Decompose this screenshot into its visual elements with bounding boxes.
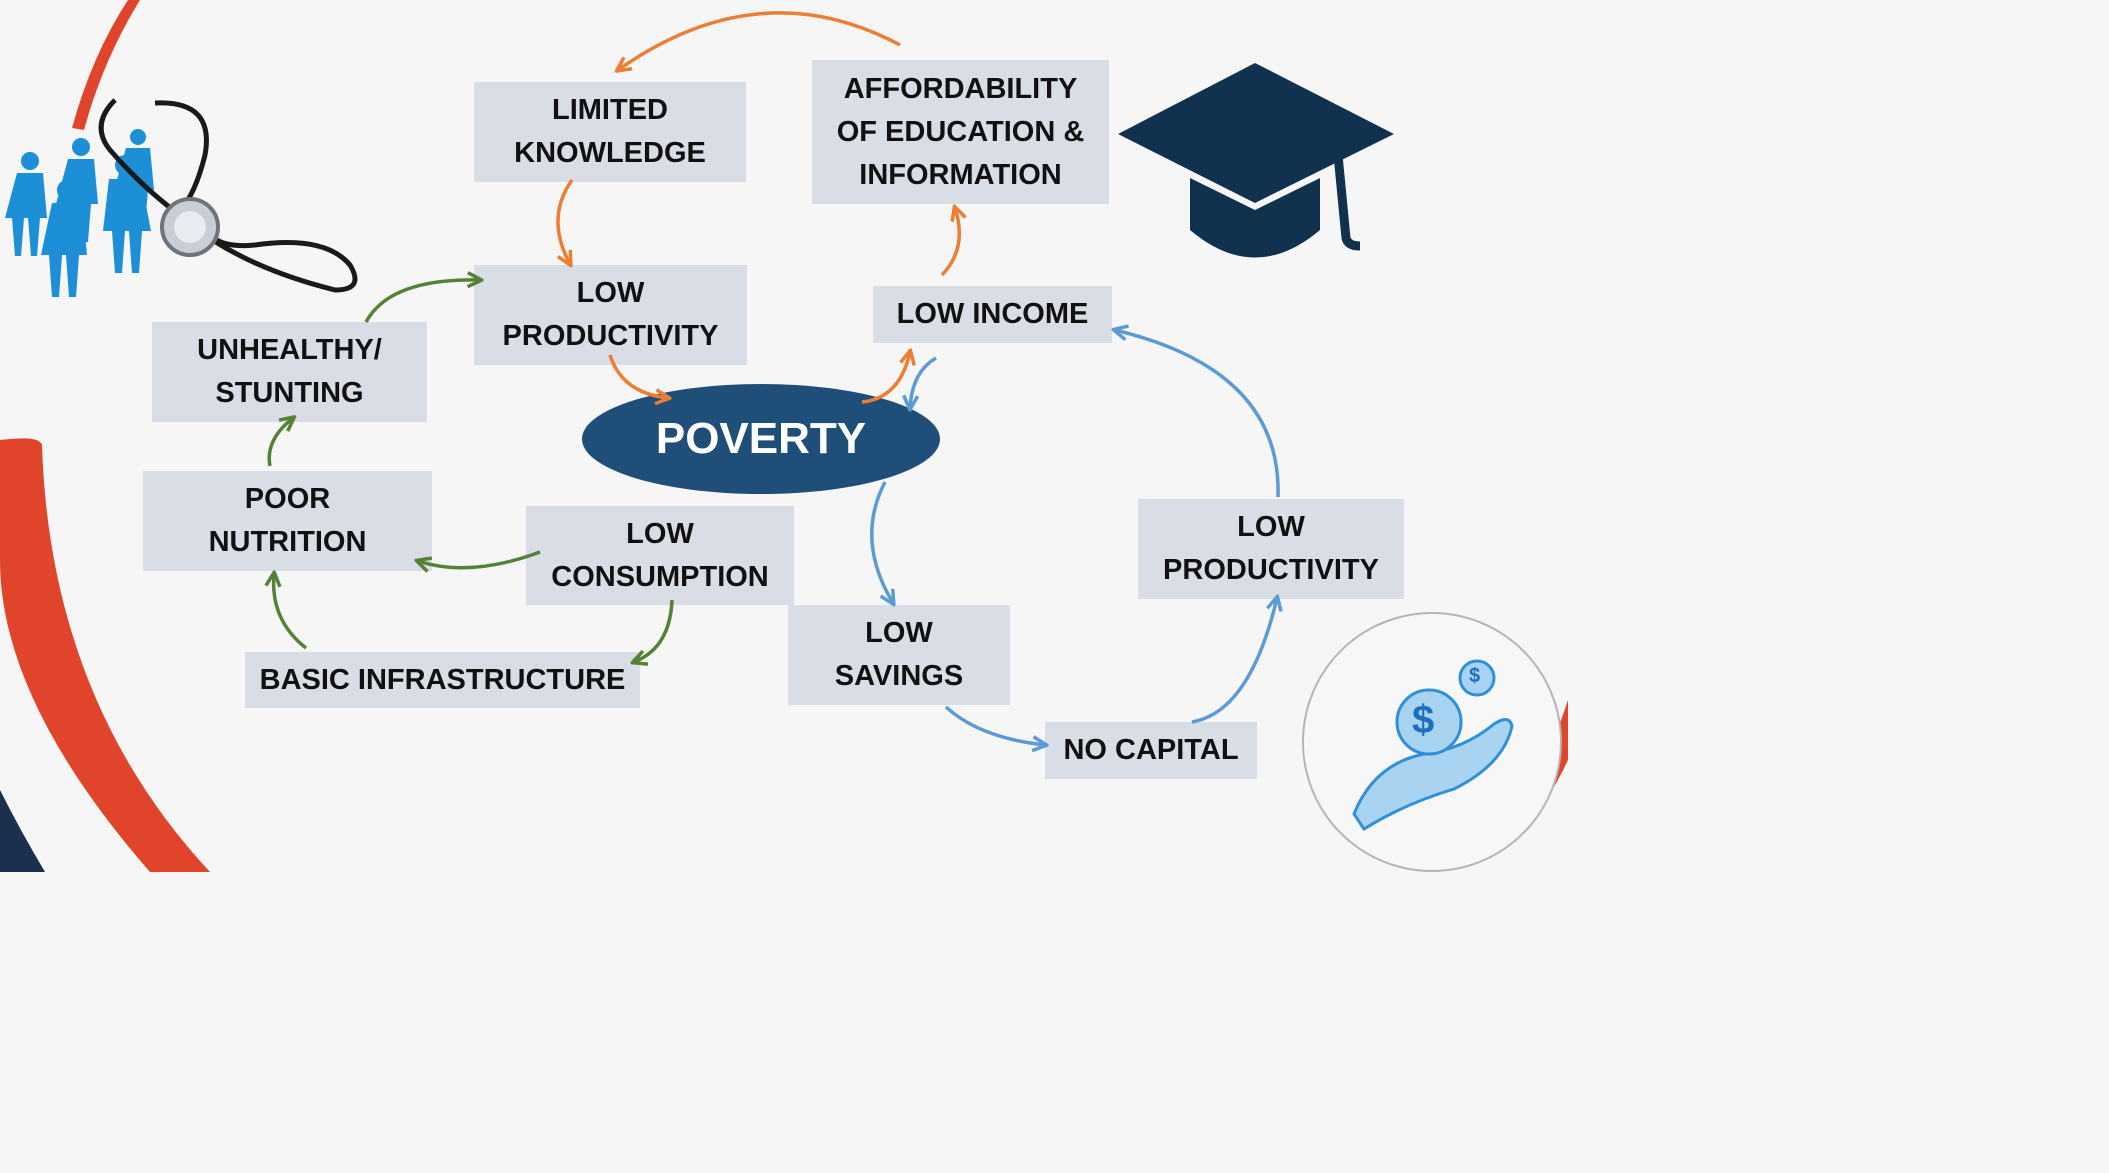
node-basic-infrastructure: BASIC INFRASTRUCTURE bbox=[245, 652, 640, 708]
node-unhealthy-stunting: UNHEALTHY/ STUNTING bbox=[152, 322, 427, 422]
arrow-low-consumption-to-poor-nutrition bbox=[418, 550, 541, 568]
arrow-poverty-to-low-savings bbox=[870, 481, 893, 603]
red-swoosh-top bbox=[72, 0, 140, 130]
node-low-productivity-top: LOW PRODUCTIVITY bbox=[474, 265, 747, 365]
node-low-productivity-right: LOW PRODUCTIVITY bbox=[1138, 499, 1404, 599]
arrow-affordability-to-limited-knowledge bbox=[618, 11, 901, 70]
poverty-center-node: POVERTY bbox=[582, 384, 940, 494]
arrow-low-productivity-to-poverty bbox=[608, 354, 668, 398]
cycle-arrows bbox=[0, 11, 1568, 872]
arrow-limited-knowledge-to-low-productivity bbox=[556, 178, 574, 264]
node-limited-knowledge: LIMITED KNOWLEDGE bbox=[474, 82, 746, 182]
node-low-consumption: LOW CONSUMPTION bbox=[526, 506, 794, 605]
coin-hand-graphic bbox=[1352, 659, 1514, 832]
arrow-no-capital-to-low-productivity bbox=[1191, 598, 1277, 724]
arrow-low-savings-to-no-capital bbox=[944, 705, 1045, 745]
coin-hand-icon: $ $ bbox=[1302, 612, 1562, 872]
arrow-low-consumption-to-basic-infrastructure bbox=[634, 599, 674, 662]
node-poor-nutrition: POOR NUTRITION bbox=[143, 471, 432, 571]
red-swoosh-left bbox=[0, 438, 210, 872]
arrow-unhealthy-to-low-productivity bbox=[364, 280, 480, 323]
node-low-savings: LOW SAVINGS bbox=[788, 605, 1010, 705]
arrow-low-income-to-poverty bbox=[910, 356, 937, 408]
dollar-big-symbol: $ bbox=[1412, 698, 1435, 742]
dollar-small-symbol: $ bbox=[1469, 665, 1481, 687]
arrow-basic-infrastructure-to-poor-nutrition bbox=[274, 574, 308, 650]
navy-swoosh-left bbox=[0, 790, 45, 872]
node-low-income: LOW INCOME bbox=[873, 286, 1112, 343]
arrow-poor-nutrition-to-unhealthy bbox=[267, 418, 293, 467]
node-affordability-education-information: AFFORDABILITY OF EDUCATION & INFORMATION bbox=[812, 60, 1109, 204]
graduation-cap-icon bbox=[1118, 63, 1394, 258]
healthcare-people-stethoscope-icon bbox=[5, 98, 358, 297]
arrow-poverty-to-low-income bbox=[861, 352, 910, 404]
arrow-low-income-to-affordability bbox=[940, 208, 959, 277]
node-no-capital: NO CAPITAL bbox=[1045, 722, 1257, 779]
arrow-low-productivity-to-low-income bbox=[1115, 330, 1280, 498]
